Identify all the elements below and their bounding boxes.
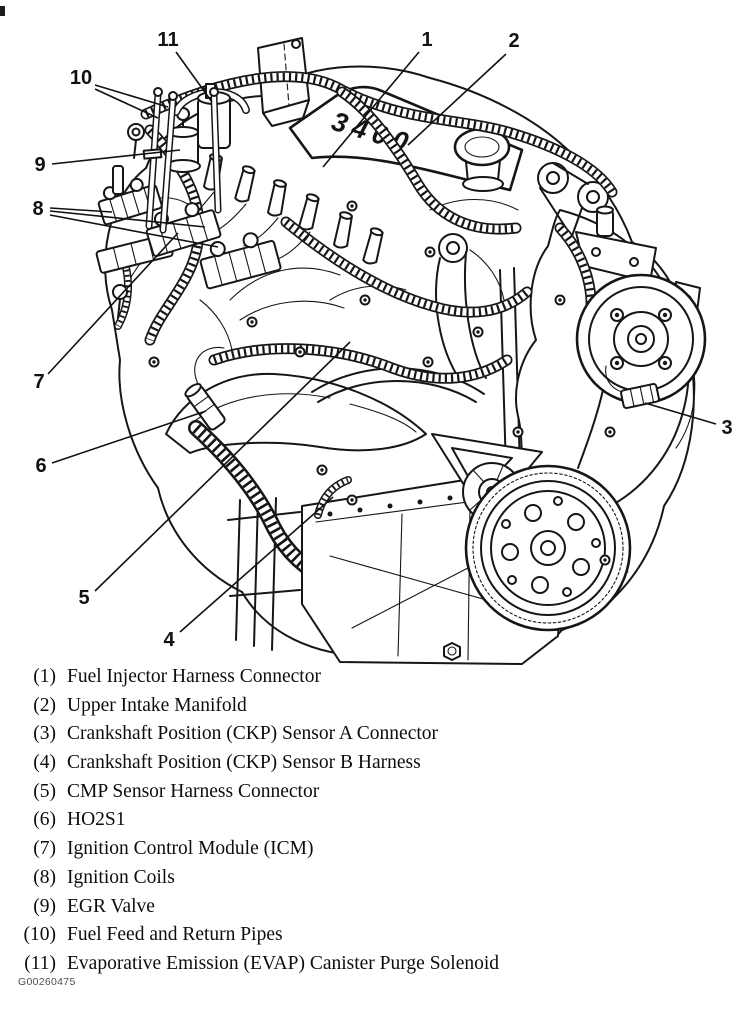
legend-item-number: (8)	[33, 866, 56, 888]
legend-item-number: (10)	[23, 924, 57, 946]
legend-item-number: (2)	[33, 694, 56, 716]
callout-2: 2	[508, 30, 519, 52]
callout-3: 3	[721, 417, 732, 439]
bolt-details	[148, 200, 616, 566]
callout-9: 9	[34, 154, 45, 176]
legend-item-label: Crankshaft Position (CKP) Sensor B Harne…	[67, 752, 421, 774]
ignition-coils	[97, 177, 282, 290]
leader-line-1	[322, 51, 420, 168]
leader-line-8	[49, 210, 206, 228]
legend-item: (6) HO2S1	[10, 809, 740, 838]
leader-line-11	[175, 51, 213, 103]
ckp-sensor-b-harness	[314, 476, 352, 519]
legend-item: (2) Upper Intake Manifold	[10, 695, 740, 724]
legend-item-label: Fuel Feed and Return Pipes	[67, 924, 283, 946]
leader-line-6	[51, 410, 207, 464]
callout-8: 8	[32, 198, 43, 220]
legend-item-label: Crankshaft Position (CKP) Sensor A Conne…	[67, 723, 439, 745]
legend-item: (3) Crankshaft Position (CKP) Sensor A Co…	[10, 723, 740, 752]
water-pump-pulley	[575, 273, 707, 469]
legend-item: (11) Evaporative Emission (EVAP) Canister…	[10, 953, 740, 982]
legend-item-label: Fuel Injector Harness Connector	[67, 666, 321, 687]
legend-item-number: (11)	[24, 952, 56, 974]
callout-11: 11	[157, 29, 178, 51]
crank-pulley	[464, 464, 632, 632]
callout-5: 5	[78, 587, 89, 609]
legend-item: (7) Ignition Control Module (ICM)	[10, 838, 740, 867]
figure-code: G00260475	[18, 976, 76, 988]
legend-item-number: (7)	[33, 838, 56, 860]
leader-line-10	[94, 84, 169, 108]
sensor-cylinder	[596, 205, 614, 237]
legend-item-number: (3)	[33, 723, 56, 745]
leader-line-4	[179, 496, 334, 633]
oil-filler-cap	[453, 127, 511, 192]
ckp-sensor-a-connector	[605, 365, 660, 409]
egr-valve	[165, 107, 201, 173]
wiring-harness	[114, 71, 618, 384]
leader-line-9	[51, 149, 181, 165]
leader-line-8	[49, 207, 113, 213]
scan-artifact	[0, 6, 5, 16]
callout-7: 7	[33, 371, 44, 393]
legend-item-number: (1)	[33, 666, 56, 687]
legend-item: (5) CMP Sensor Harness Connector	[10, 781, 740, 810]
legend-item-label: CMP Sensor Harness Connector	[67, 780, 320, 802]
leader-line-2	[407, 53, 507, 146]
callout-1: 1	[421, 29, 432, 51]
legend-item: (9) EGR Valve	[10, 896, 740, 925]
legend-item-label: Evaporative Emission (EVAP) Canister Pur…	[67, 952, 500, 974]
legend-item-number: (4)	[33, 752, 56, 774]
legend-item-number: (9)	[33, 895, 56, 917]
legend-item-number: (5)	[33, 780, 56, 802]
leader-line-10	[94, 88, 159, 119]
legend-item: (10) Fuel Feed and Return Pipes	[10, 924, 740, 953]
legend-item-label: Ignition Coils	[67, 866, 175, 888]
callout-10: 10	[70, 67, 92, 89]
legend-item: (8) Ignition Coils	[10, 867, 740, 896]
legend-item-label: Upper Intake Manifold	[67, 694, 247, 716]
legend-item-label: EGR Valve	[67, 895, 155, 917]
drain-bolt	[443, 642, 461, 661]
callout-6: 6	[35, 455, 46, 477]
legend-item-number: (6)	[33, 809, 56, 831]
leader-line-7	[47, 232, 179, 375]
engine-illustration: 3400	[32, 29, 733, 665]
engine-mount-bracket	[537, 162, 701, 321]
engine-diagram: 3400	[32, 29, 733, 665]
legend: (1) Fuel Injector Harness Connector (2) Upp…	[10, 666, 740, 982]
legend-item-label: Ignition Control Module (ICM)	[67, 838, 314, 860]
legend-item: (4) Crankshaft Position (CKP) Sensor B Ha…	[10, 752, 740, 781]
leader-line-5	[94, 341, 351, 592]
legend-item-label: HO2S1	[67, 809, 126, 831]
leader-line-8	[49, 214, 219, 248]
legend-item: (1) Fuel Injector Harness Connector	[10, 666, 740, 695]
callout-4: 4	[163, 629, 175, 651]
exhaust-manifold	[165, 367, 485, 454]
callout-layer: 1 2 3 4 5 6 7 8 9 10 11	[32, 29, 732, 651]
leader-line-3	[644, 402, 717, 425]
